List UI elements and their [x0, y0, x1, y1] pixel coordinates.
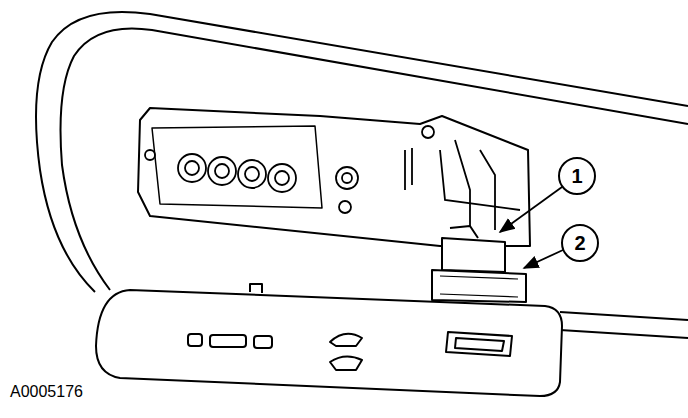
- switch-plate: [254, 336, 272, 348]
- connector-pins: [336, 167, 358, 189]
- connector-pins: [268, 164, 296, 192]
- connector-pins: [405, 148, 412, 190]
- connector-pins: [238, 160, 266, 188]
- switch-recess: [138, 108, 530, 246]
- switch-plate: [250, 284, 262, 293]
- seat-switch: [450, 226, 478, 238]
- connector-pins: [145, 126, 520, 230]
- connector-pins: [245, 167, 259, 181]
- connector-pins: [215, 164, 229, 178]
- connector-pins: [275, 171, 289, 185]
- trim-panel: [61, 28, 688, 290]
- switch-plate: [330, 356, 362, 370]
- trim-panel: [36, 12, 688, 338]
- connector-pins: [422, 126, 434, 138]
- callout-number: 1: [571, 166, 582, 186]
- callout-circle: 2: [561, 224, 599, 262]
- seat-switch: [442, 238, 505, 272]
- connector-pins: [145, 150, 155, 160]
- seat-switch: [432, 270, 526, 302]
- seat-switch: [432, 226, 526, 302]
- switch-plate: [446, 332, 512, 356]
- switch-plate: [210, 335, 246, 347]
- connector-pins: [185, 161, 199, 175]
- callout-circle: 1: [558, 157, 596, 195]
- trim-panel: [560, 330, 688, 338]
- switch-plate: [455, 338, 504, 351]
- seat-switch: [440, 276, 518, 297]
- switch-plate: [188, 334, 202, 346]
- connector-pins: [455, 140, 495, 230]
- leader-line: [500, 187, 562, 232]
- trim-panel: [560, 312, 688, 320]
- callout-number: 2: [574, 233, 585, 253]
- switch-recess: [138, 108, 530, 246]
- switch-recess: [152, 126, 322, 208]
- connector-pins: [208, 157, 236, 185]
- switch-plate: [96, 290, 562, 396]
- switch-plate: [330, 334, 362, 346]
- connector-pins: [342, 173, 352, 183]
- connector-pins: [178, 154, 206, 182]
- figure-code: A0005176: [10, 384, 83, 400]
- leader-line: [500, 187, 563, 268]
- connector-pins: [440, 150, 520, 210]
- connector-pins: [339, 201, 351, 213]
- leader-line: [524, 250, 563, 268]
- trim-panel: [36, 12, 688, 292]
